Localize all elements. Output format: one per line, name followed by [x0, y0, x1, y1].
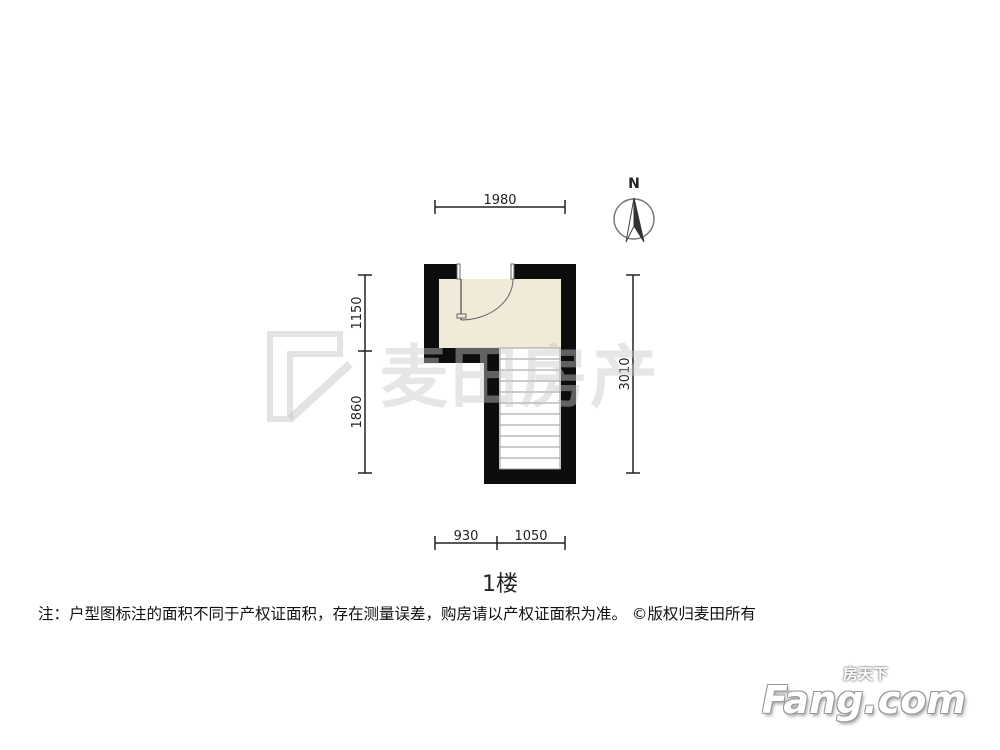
floor-label: 1楼: [482, 572, 518, 597]
logo-en-text: Fang.com: [761, 678, 966, 722]
dimension-top-label: 1980: [483, 193, 516, 208]
dimension-bottom: [434, 536, 566, 550]
compass-north-label: N: [628, 176, 640, 192]
staircase: [499, 347, 561, 470]
door-jamb-right: [510, 263, 515, 280]
compass-icon: N: [613, 176, 655, 243]
dimension-right-label: 3010: [618, 357, 633, 390]
door-jamb-left: [456, 263, 461, 280]
door-handle: [456, 313, 467, 319]
fang-logo: 房天下 Fang.com: [762, 665, 984, 736]
dimension-left-upper-label: 1150: [350, 296, 365, 329]
dimension-left-lower-label: 1860: [350, 395, 365, 428]
dimension-top: [434, 200, 566, 214]
dimension-bottom-left-label: 930: [454, 529, 479, 544]
dimension-bottom-right-label: 1050: [514, 529, 547, 544]
stair-treads: [500, 358, 560, 459]
door-swing-arc: [460, 278, 514, 321]
dimension-left: [358, 274, 372, 474]
dimension-right: [626, 274, 640, 474]
disclaimer-note: 注：户型图标注的面积不同于产权证面积，存在测量误差，购房请以产权证面积为准。 ©…: [38, 605, 756, 623]
logo-cn-text: 房天下: [842, 665, 888, 683]
door-opening: [459, 264, 513, 279]
